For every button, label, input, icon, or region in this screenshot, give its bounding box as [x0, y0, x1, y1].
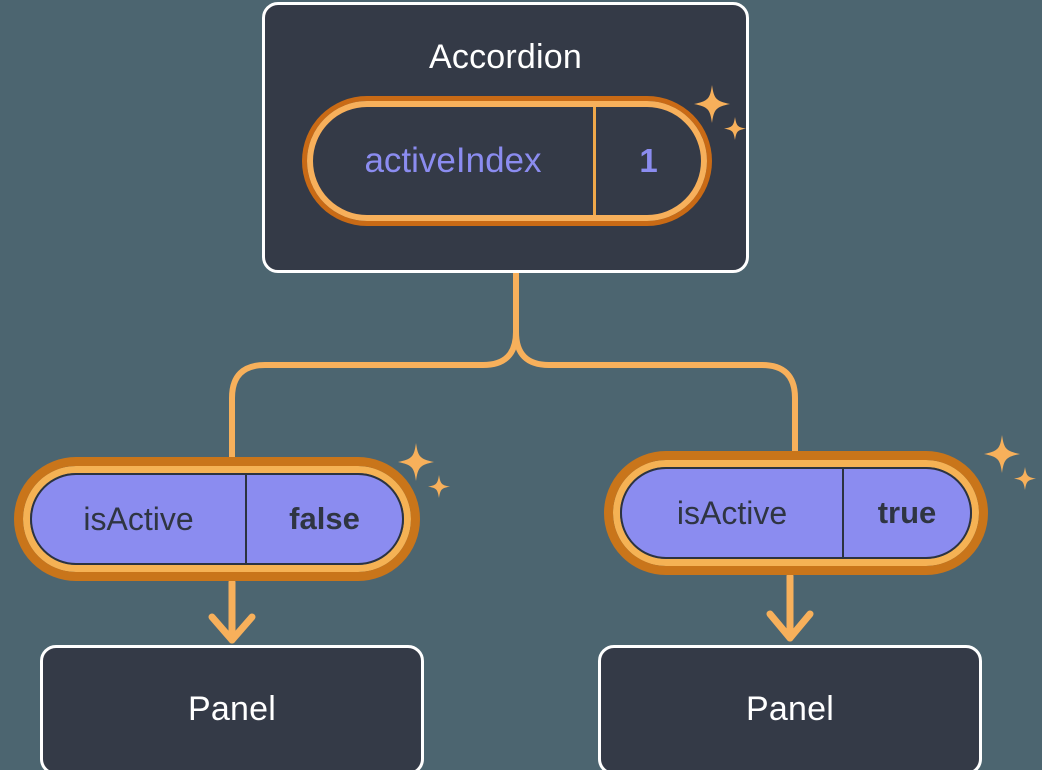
prop-key-label: isActive	[622, 469, 844, 557]
panel-component-box-left[interactable]: Panel	[40, 645, 424, 770]
prop-value-label: true	[877, 495, 937, 530]
prop-pill-isactive-true[interactable]: isActive true	[604, 451, 988, 575]
state-key-label: activeIndex	[313, 107, 596, 215]
arrow-down-icon-left	[208, 578, 256, 644]
prop-pill-isactive-false[interactable]: isActive false	[14, 457, 420, 581]
panel-component-box-right[interactable]: Panel	[598, 645, 982, 770]
pill-body: activeIndex 1	[307, 101, 707, 221]
prop-value-label: false	[289, 501, 360, 536]
pill-body: isActive true	[620, 467, 972, 559]
prop-key-label: isActive	[32, 475, 247, 563]
wire-to-left-child	[229, 269, 519, 463]
panel-title-right: Panel	[746, 690, 834, 728]
state-value-label: 1	[639, 142, 658, 179]
wire-to-right-child	[513, 269, 798, 455]
accordion-component-box[interactable]: Accordion	[262, 2, 749, 273]
accordion-title: Accordion	[429, 38, 582, 76]
arrow-down-icon-right	[766, 572, 814, 642]
state-pill-activeindex[interactable]: activeIndex 1	[307, 101, 707, 221]
pill-body: isActive false	[30, 473, 404, 565]
panel-title-left: Panel	[188, 690, 276, 728]
